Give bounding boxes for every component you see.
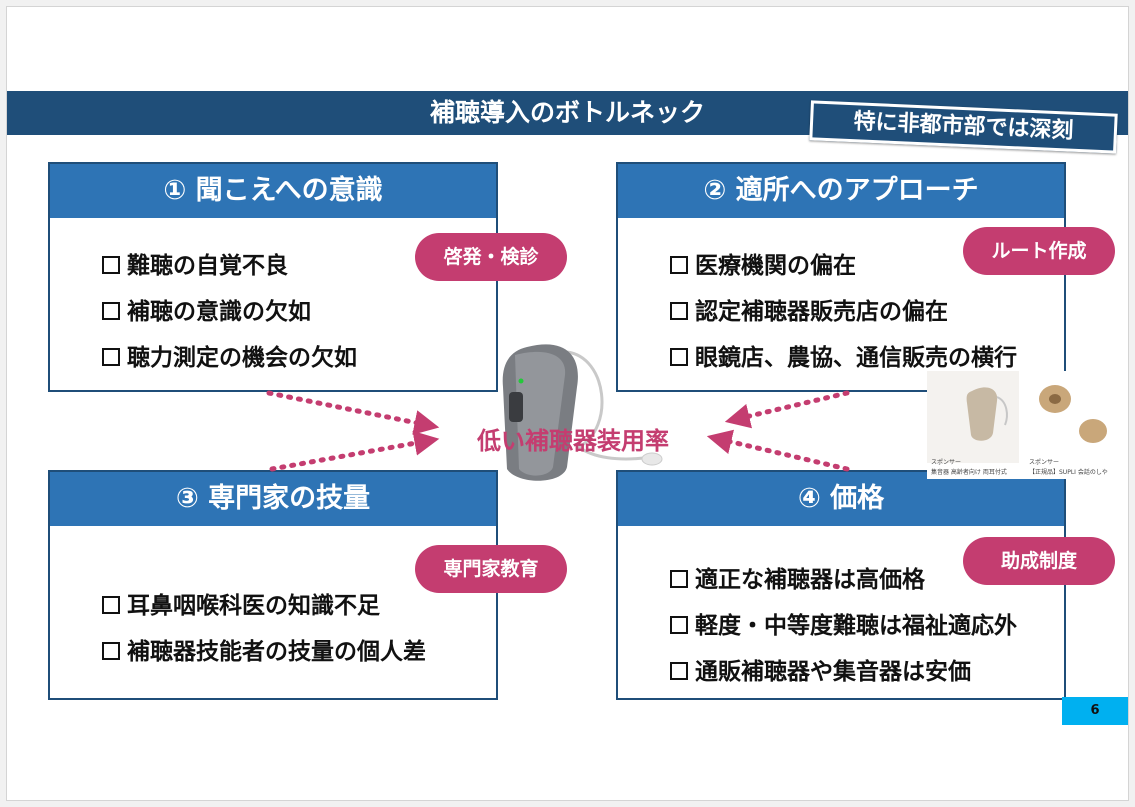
arrow-top-right <box>737 393 847 419</box>
arrow-bottom-left <box>272 441 427 469</box>
hearing-aid-image <box>503 344 662 480</box>
center-label: 低い補聴器装用率 <box>477 421 669 456</box>
thumb-caption: 【正規品】SUPLI 会話のしや <box>1029 467 1108 476</box>
arrow-top-left <box>269 393 427 425</box>
arrow-bottom-right <box>719 439 847 469</box>
thumb-caption: 集音器 高齢者向け 両耳付式 <box>931 467 1007 476</box>
slide: 補聴導入のボトルネック 特に非都市部では深刻 ① 聞こえへの意識 難聴の自覚不良… <box>6 6 1129 801</box>
thumb-caption: スポンサー <box>931 457 961 466</box>
page-number: 6 <box>1062 697 1128 725</box>
product-thumbnails: スポンサー 集音器 高齢者向け 両耳付式 スポンサー 【正規品】SUPLI 会話… <box>927 371 1117 479</box>
thumb-caption: スポンサー <box>1029 457 1059 466</box>
